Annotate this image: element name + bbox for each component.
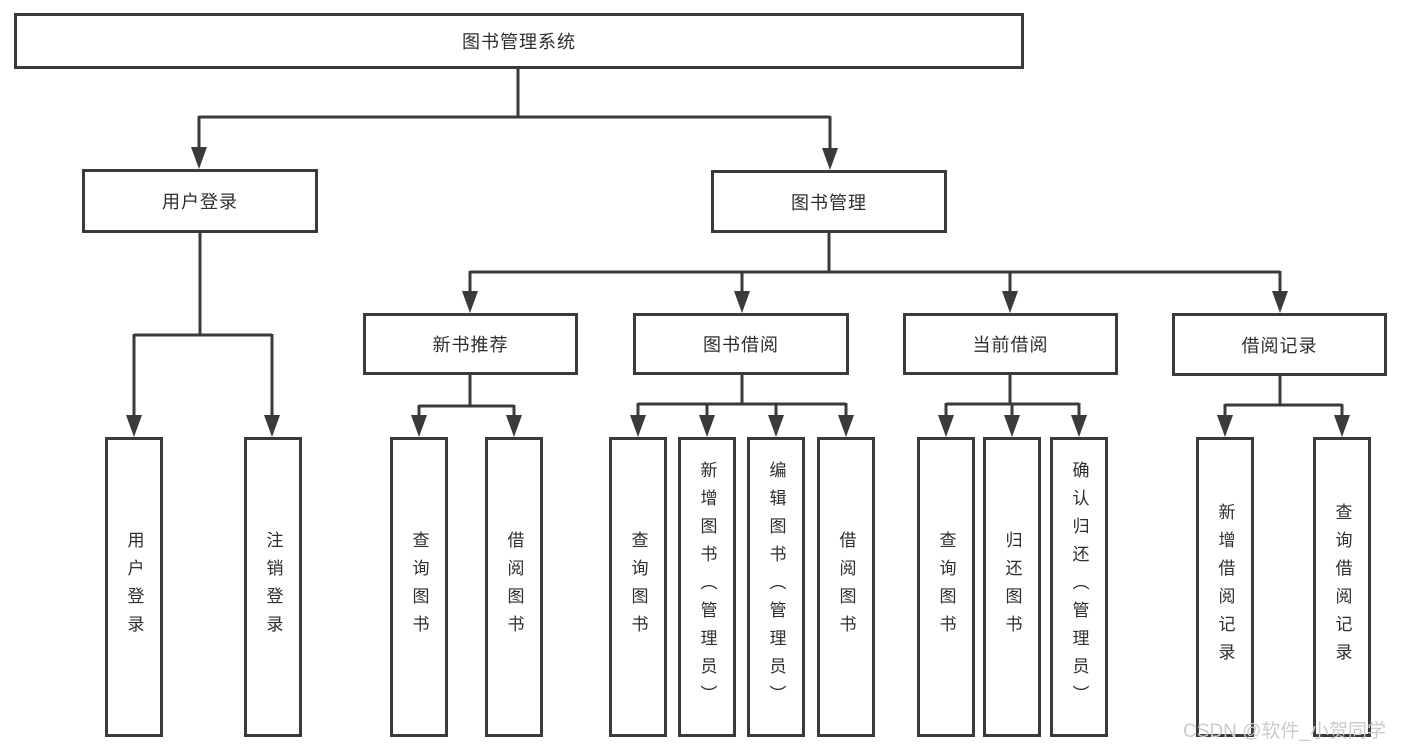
leaf-user-login: 用户登录 (105, 437, 163, 737)
node-label: 查询图书 (409, 531, 429, 643)
connector-user-login-children (126, 230, 280, 437)
node-label: 确认归还（管理员） (1069, 461, 1089, 713)
leaf-current-confirm-return-admin: 确认归还（管理员） (1050, 437, 1108, 737)
leaf-recommend-query-books: 查询图书 (390, 437, 448, 737)
node-label: 查询图书 (628, 531, 648, 643)
leaf-borrow-add-books-admin: 新增图书（管理员） (678, 437, 736, 737)
node-label: 新增借阅记录 (1215, 503, 1235, 671)
csdn-watermark: CSDN @软件_小贺同学 (1183, 721, 1386, 742)
node-label: 图书借阅 (703, 335, 779, 355)
leaf-borrow-borrow-books: 借阅图书 (817, 437, 875, 737)
connector-current-borrow-children (938, 373, 1087, 437)
node-label: 图书管理 (791, 192, 867, 213)
leaf-recommend-borrow-books: 借阅图书 (485, 437, 543, 737)
leaf-current-query-books: 查询图书 (917, 437, 975, 737)
node-library-management-system: 图书管理系统 (14, 13, 1024, 69)
connector-book-management-children (462, 230, 1288, 313)
node-label: 编辑图书（管理员） (766, 461, 786, 713)
node-label: 查询借阅记录 (1332, 503, 1352, 671)
node-label: 借阅图书 (836, 531, 856, 643)
node-book-management: 图书管理 (711, 170, 947, 233)
connector-borrow-record-children (1217, 374, 1350, 437)
node-label: 注销登录 (263, 531, 283, 643)
connector-new-book-children (411, 373, 522, 437)
node-label: 新增图书（管理员） (697, 461, 717, 713)
leaf-borrow-edit-books-admin: 编辑图书（管理员） (747, 437, 805, 737)
connector-root-to-level2 (191, 68, 838, 170)
node-label: 用户登录 (162, 192, 238, 212)
node-label: 当前借阅 (972, 335, 1049, 355)
leaf-records-add-borrow-record: 新增借阅记录 (1196, 437, 1254, 737)
leaf-logout: 注销登录 (244, 437, 302, 737)
node-borrowing-records: 借阅记录 (1172, 313, 1387, 376)
node-label: 查询图书 (936, 531, 956, 643)
node-current-borrowing: 当前借阅 (903, 313, 1118, 375)
node-label: 图书管理系统 (462, 32, 576, 52)
node-label: 新书推荐 (432, 335, 509, 355)
node-label: 借阅记录 (1241, 335, 1318, 356)
connector-book-borrow-children (630, 373, 854, 437)
leaf-current-return-books: 归还图书 (983, 437, 1041, 737)
node-label: 借阅图书 (504, 531, 524, 643)
node-label: 用户登录 (124, 531, 144, 643)
node-label: 归还图书 (1002, 531, 1022, 643)
node-new-book-recommendation: 新书推荐 (363, 313, 578, 375)
node-book-borrowing: 图书借阅 (633, 313, 849, 375)
leaf-records-query-borrow-record: 查询借阅记录 (1313, 437, 1371, 737)
leaf-borrow-query-books: 查询图书 (609, 437, 667, 737)
node-user-login: 用户登录 (82, 169, 318, 233)
